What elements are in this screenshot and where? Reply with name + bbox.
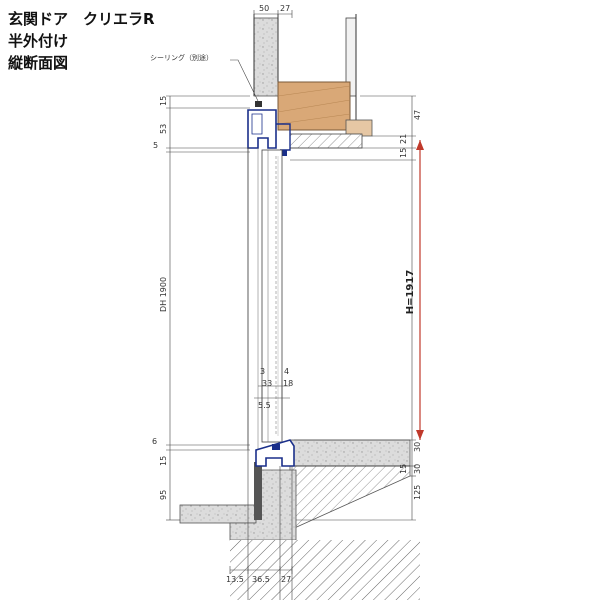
floor-slab [289, 439, 411, 467]
dim-left-53: 53 [159, 124, 168, 134]
wooden-header [277, 81, 351, 131]
dim-right-21: 21 [399, 134, 408, 144]
dim-top-50: 50 [259, 4, 269, 13]
dim-mid-18: 18 [283, 379, 293, 388]
dim-right-15-bottom: 15 [399, 464, 408, 474]
dim-mid-4: 4 [284, 367, 289, 376]
dim-bottom-13-5: 13.5 [226, 575, 244, 584]
door-panel [261, 149, 283, 443]
sub-floor [289, 465, 411, 531]
title-view-type: 縦断面図 [8, 54, 69, 72]
sill-assembly [179, 439, 420, 600]
title-block: 玄関ドア クリエラR 半外付け 縦断面図 [8, 8, 155, 74]
dim-bottom-27: 27 [281, 575, 291, 584]
sealing-joint [255, 101, 262, 107]
dimension-labels: シーリング（別途） 50 27 15 53 5 DH 1900 6 15 95 … [150, 4, 422, 584]
lintel-hatched [289, 133, 363, 149]
head-frame [247, 109, 291, 156]
dim-top-27: 27 [280, 4, 290, 13]
dim-left-5: 5 [153, 141, 158, 150]
dim-right-30: 30 [413, 442, 422, 452]
sealing-callout: シーリング（別途） [150, 53, 213, 62]
dim-left-15-top: 15 [159, 96, 168, 106]
dim-right-47: 47 [413, 110, 422, 120]
ground-hatch [230, 540, 420, 600]
height-label: H=1917 [405, 270, 416, 315]
dim-mid-33: 33 [262, 379, 272, 388]
height-dimension: H=1917 [405, 140, 424, 440]
sill-frame [255, 439, 295, 467]
top-wall-assembly [253, 14, 373, 149]
dim-mid-5-5: 5.5 [258, 401, 271, 410]
door-leaf [247, 148, 283, 450]
dim-left-6: 6 [152, 437, 157, 446]
dimension-lines [166, 10, 416, 600]
title-product: 玄関ドア クリエラR [8, 10, 155, 28]
dim-left-95: 95 [159, 490, 168, 500]
dim-right-125: 125 [413, 485, 422, 500]
dim-right-15: 15 [399, 148, 408, 158]
upper-wall-concrete [253, 17, 279, 97]
dim-left-15-bottom: 15 [159, 456, 168, 466]
dim-dh-1900: DH 1900 [159, 277, 168, 312]
dim-right-30-bottom: 30 [413, 464, 422, 474]
dim-mid-3: 3 [260, 367, 265, 376]
title-installation-type: 半外付け [8, 32, 69, 50]
dim-bottom-36-5: 36.5 [252, 575, 270, 584]
